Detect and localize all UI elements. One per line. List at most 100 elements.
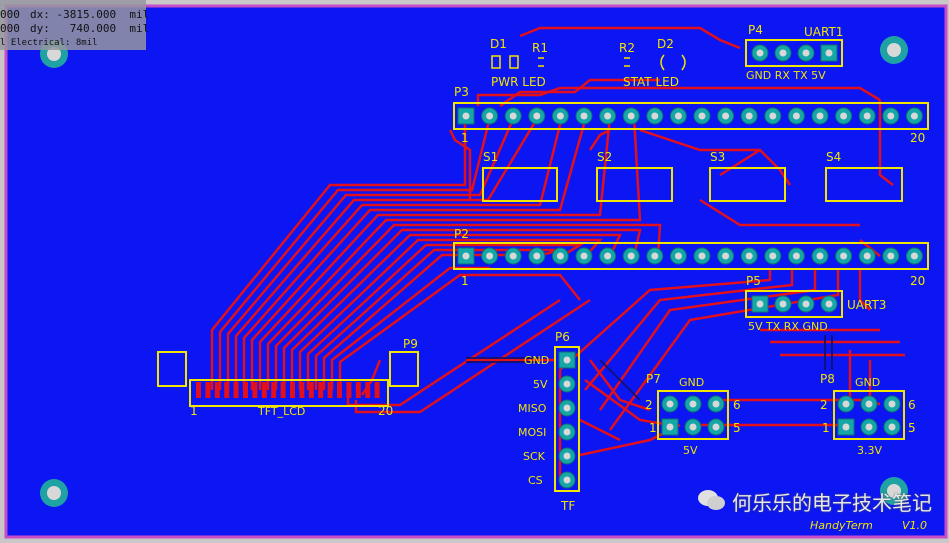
lcd-pad[interactable] — [346, 382, 352, 398]
p3-pin-drill — [604, 112, 612, 120]
label-pwr-led: PWR LED — [491, 75, 546, 89]
switches — [482, 167, 903, 202]
switch-s2 — [596, 167, 673, 202]
label-p7-5v: 5V — [683, 444, 698, 457]
p8-pin-drill — [888, 423, 896, 431]
p3-pin-drill — [840, 112, 848, 120]
label-p6-mosi: MOSI — [518, 426, 546, 439]
p3-pin-drill — [745, 112, 753, 120]
lcd-pad[interactable] — [261, 382, 267, 398]
label-p5: P5 — [746, 274, 761, 288]
p4-header[interactable] — [745, 39, 843, 67]
label-lcd-pin20: 20 — [378, 404, 393, 418]
lcd-pad[interactable] — [308, 382, 314, 398]
lcd-pad[interactable] — [355, 382, 361, 398]
lcd-pad[interactable] — [233, 382, 239, 398]
mounting-holes — [40, 36, 908, 507]
label-p3-pin1: 1 — [461, 131, 469, 145]
label-p3-pin20: 20 — [910, 131, 925, 145]
switch-s4 — [825, 167, 903, 202]
lcd-pad[interactable] — [214, 382, 220, 398]
p4-pin-drill — [802, 49, 810, 57]
p2-pin-drill — [486, 252, 494, 260]
p6-pin-drill — [563, 452, 571, 460]
label-p8-3v3: 3.3V — [857, 444, 882, 457]
p7-pin-drill — [689, 400, 697, 408]
wechat-icon — [698, 490, 725, 510]
p5-header[interactable] — [745, 290, 843, 318]
p3-header[interactable] — [453, 102, 929, 130]
p3-pin-drill — [674, 112, 682, 120]
lcd-pad[interactable] — [224, 382, 230, 398]
hud-rule: l Electrical: 8mil — [0, 38, 98, 48]
label-p7: P7 — [646, 372, 661, 386]
p5-pin-drill — [779, 300, 787, 308]
tft-lcd-connector[interactable] — [157, 351, 419, 407]
p3-pin-drill — [651, 112, 659, 120]
label-stat-led: STAT LED — [623, 75, 679, 89]
label-p2-pin1: 1 — [461, 274, 469, 288]
lcd-pad[interactable] — [299, 382, 305, 398]
hud-x-value: 000 — [0, 8, 20, 21]
p2-pin-drill — [462, 252, 470, 260]
label-p6-sck: SCK — [523, 450, 546, 463]
hud-y-value: 000 — [0, 22, 20, 35]
p7-pin-drill — [666, 400, 674, 408]
p8-header[interactable] — [833, 390, 905, 440]
label-p8-2: 2 — [820, 398, 828, 412]
p3-pin-drill — [698, 112, 706, 120]
p6-header[interactable] — [554, 346, 580, 492]
lcd-pad[interactable] — [196, 382, 201, 398]
lcd-pad[interactable] — [290, 382, 295, 398]
board-outline — [4, 4, 948, 539]
lcd-pad[interactable] — [252, 382, 258, 398]
p2-pin-drill — [792, 252, 800, 260]
lcd-pad[interactable] — [318, 382, 324, 398]
p4-pin-drill — [756, 49, 764, 57]
label-p2: P2 — [454, 227, 469, 241]
label-p4: P4 — [748, 23, 763, 37]
p5-pin-drill — [825, 300, 833, 308]
lcd-pad[interactable] — [337, 382, 342, 398]
p3-pin-drill — [580, 112, 588, 120]
label-tf: TF — [560, 499, 575, 513]
label-p6-gnd: GND — [524, 354, 549, 367]
label-p3: P3 — [454, 85, 469, 99]
lcd-pad[interactable] — [271, 382, 277, 398]
p2-pin-drill — [674, 252, 682, 260]
p2-pin-drill — [604, 252, 612, 260]
switch-s1 — [482, 167, 558, 202]
lcd-pad[interactable] — [205, 382, 211, 398]
p8-pin-drill — [865, 400, 873, 408]
p2-pin-drill — [580, 252, 588, 260]
p3-pin-drill — [627, 112, 635, 120]
p3-pin-drill — [910, 112, 918, 120]
p2-pin-drill — [651, 252, 659, 260]
lcd-pad[interactable] — [243, 382, 248, 398]
switch-s3 — [709, 167, 786, 202]
label-d2: D2 — [657, 37, 674, 51]
label-p8: P8 — [820, 372, 835, 386]
p7-pin-drill — [712, 400, 720, 408]
p8-pin-drill — [842, 423, 850, 431]
label-s1: S1 — [483, 150, 498, 164]
lcd-pad[interactable] — [280, 382, 286, 398]
p3-pin-drill — [462, 112, 470, 120]
p3-pin-drill — [509, 112, 517, 120]
p2-pin-drill — [722, 252, 730, 260]
lcd-pad[interactable] — [327, 382, 333, 398]
p2-pin-drill — [863, 252, 871, 260]
p2-header[interactable] — [453, 242, 929, 270]
p2-pin-drill — [698, 252, 706, 260]
led-section — [491, 54, 686, 71]
label-p2-pin20: 20 — [910, 274, 925, 288]
label-p7-1: 1 — [649, 421, 657, 435]
label-p7-5: 5 — [733, 421, 741, 435]
lcd-pad[interactable] — [374, 382, 380, 398]
label-board-name: HandyTerm — [810, 519, 873, 532]
p7-header[interactable] — [657, 390, 729, 440]
lcd-pad[interactable] — [365, 382, 371, 398]
